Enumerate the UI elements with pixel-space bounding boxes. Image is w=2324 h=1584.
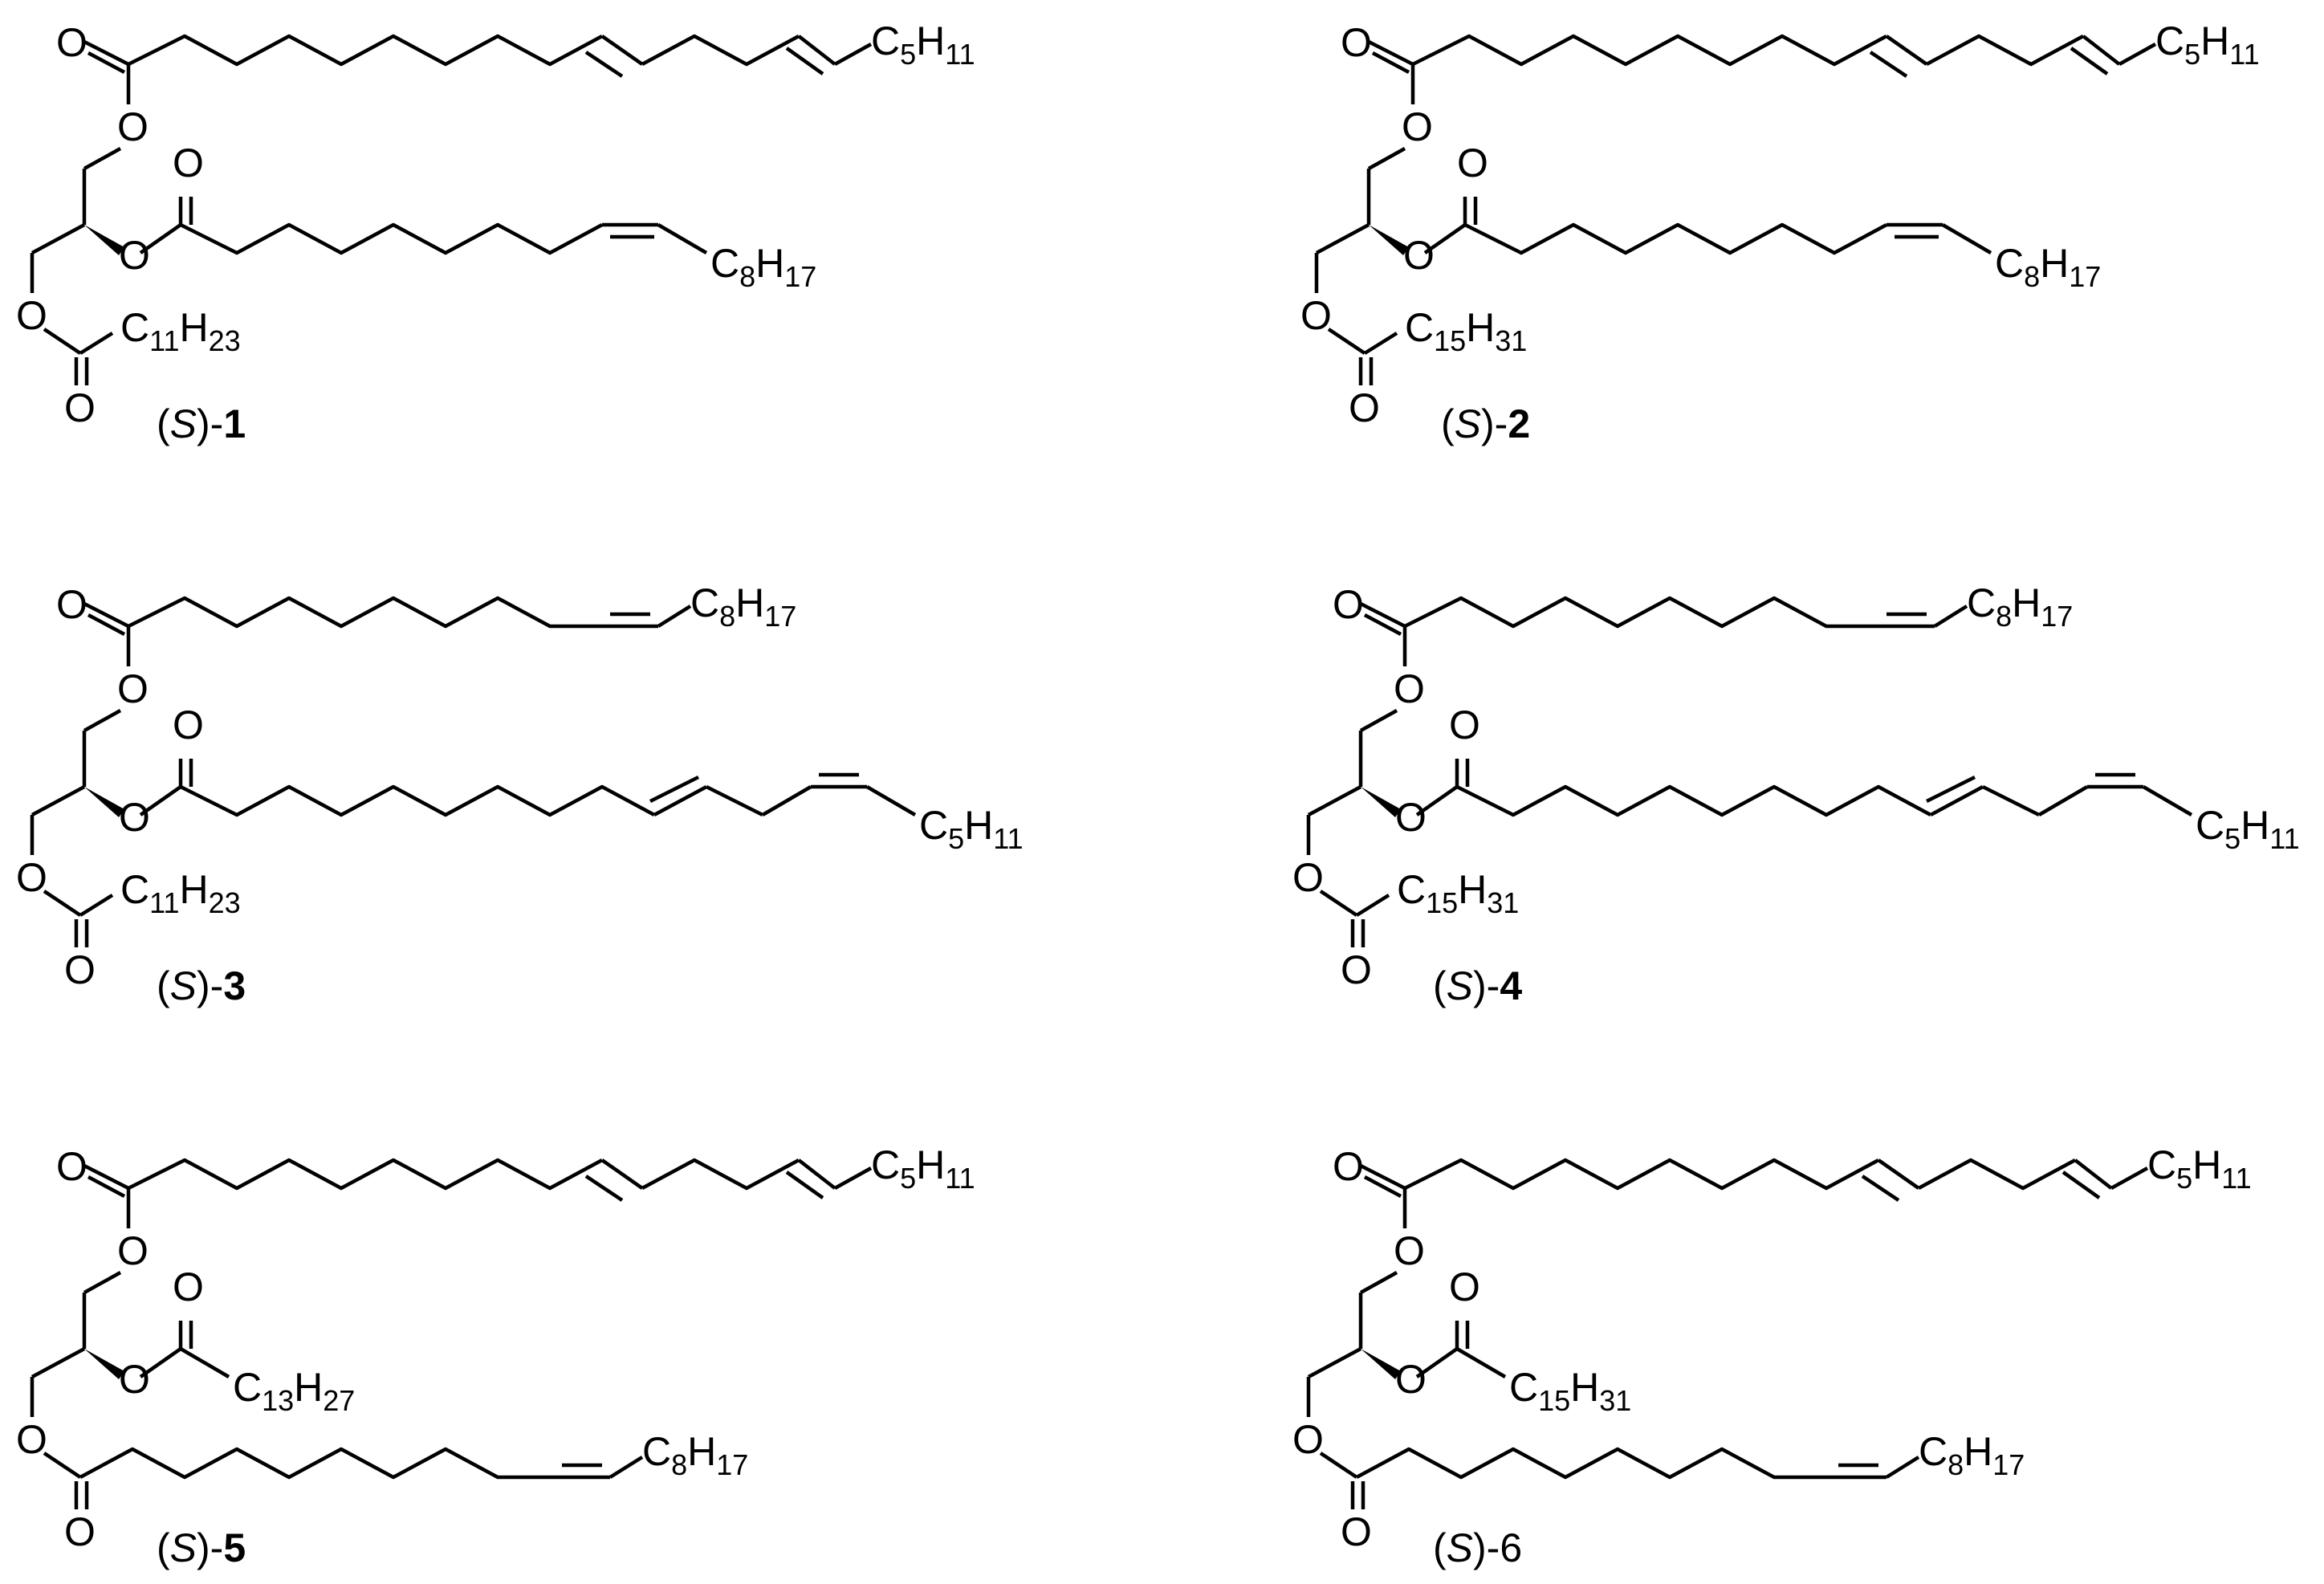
group-c11h23: C11H23 (120, 305, 241, 357)
group-c15h31: C15H31 (1509, 1365, 1631, 1417)
oxygen-atom: O (1292, 855, 1324, 900)
oxygen-atom: O (117, 104, 149, 149)
oxygen-atom: O (1292, 1417, 1324, 1462)
oxygen-atom: O (56, 20, 88, 65)
compound-label-5: (S)-5 (157, 1525, 246, 1570)
oxygen-atom: O (1449, 1264, 1480, 1309)
molecule-1: O O O O O O C5H11 C8H17 C11H23 (S)-1 (16, 18, 975, 446)
group-c8h17: C8H17 (710, 241, 816, 293)
group-c5h11: C5H11 (871, 18, 975, 71)
group-c15h31: C15H31 (1405, 305, 1527, 357)
oxygen-atom: O (119, 233, 150, 278)
oxygen-atom: O (119, 1357, 150, 1402)
oxygen-atom: O (1341, 20, 1372, 65)
molecule-6: O O O O O O C5H11 C15H31 C8H17 (S)-6 (1292, 1142, 2252, 1570)
oxygen-atom: O (1341, 1509, 1372, 1554)
oxygen-atom: O (1394, 1228, 1425, 1273)
compound-label-3: (S)-3 (157, 963, 246, 1008)
group-c13h27: C13H27 (233, 1365, 355, 1417)
oxygen-atom: O (64, 385, 96, 430)
molecule-2: O O O O O O C5H11 C8H17 C15H31 (S)-2 (1300, 18, 2260, 446)
compound-label-4: (S)-4 (1433, 963, 1522, 1008)
group-c8h17: C8H17 (642, 1429, 748, 1481)
oxygen-atom: O (56, 1144, 88, 1189)
group-c5h11: C5H11 (2196, 803, 2300, 855)
oxygen-atom: O (1333, 582, 1364, 627)
oxygen-atom: O (1395, 795, 1427, 840)
group-c11h23: C11H23 (120, 867, 241, 919)
oxygen-atom: O (1394, 666, 1425, 711)
oxygen-atom: O (1395, 1357, 1427, 1402)
group-c8h17: C8H17 (1919, 1429, 2025, 1481)
oxygen-atom: O (56, 582, 88, 627)
oxygen-atom: O (117, 1228, 149, 1273)
oxygen-atom: O (1403, 233, 1435, 278)
oxygen-atom: O (173, 702, 204, 747)
group-c5h11: C5H11 (871, 1142, 975, 1195)
oxygen-atom: O (119, 795, 150, 840)
oxygen-atom: O (1449, 702, 1480, 747)
molecule-4: O O O O O O C8H17 C5H11 C15H31 (S)-4 (1292, 580, 2300, 1008)
compound-label-2: (S)-2 (1441, 401, 1530, 446)
oxygen-atom: O (16, 293, 47, 338)
oxygen-atom: O (64, 947, 96, 992)
group-c5h11: C5H11 (919, 803, 1024, 855)
molecule-5: O O O O O O C5H11 C13H27 C8H17 (S)-5 (16, 1142, 975, 1570)
compound-label-6: (S)-6 (1433, 1525, 1522, 1570)
oxygen-atom: O (16, 1417, 47, 1462)
group-c8h17: C8H17 (1995, 241, 2101, 293)
oxygen-atom: O (1333, 1144, 1364, 1189)
oxygen-atom: O (64, 1509, 96, 1554)
oxygen-atom: O (173, 1264, 204, 1309)
oxygen-atom: O (117, 666, 149, 711)
oxygen-atom: O (1457, 140, 1488, 185)
group-c5h11: C5H11 (2155, 18, 2260, 71)
group-c8h17: C8H17 (1967, 580, 2073, 633)
group-c8h17: C8H17 (690, 580, 796, 633)
group-c5h11: C5H11 (2147, 1142, 2252, 1195)
oxygen-atom: O (1349, 385, 1380, 430)
oxygen-atom: O (1341, 947, 1372, 992)
molecule-3: O O O O O O C8H17 C5H11 C11H23 (S)-3 (16, 580, 1024, 1008)
oxygen-atom: O (16, 855, 47, 900)
compound-label-1: (S)-1 (157, 401, 246, 446)
group-c15h31: C15H31 (1397, 867, 1519, 919)
oxygen-atom: O (1402, 104, 1433, 149)
oxygen-atom: O (173, 140, 204, 185)
oxygen-atom: O (1300, 293, 1332, 338)
